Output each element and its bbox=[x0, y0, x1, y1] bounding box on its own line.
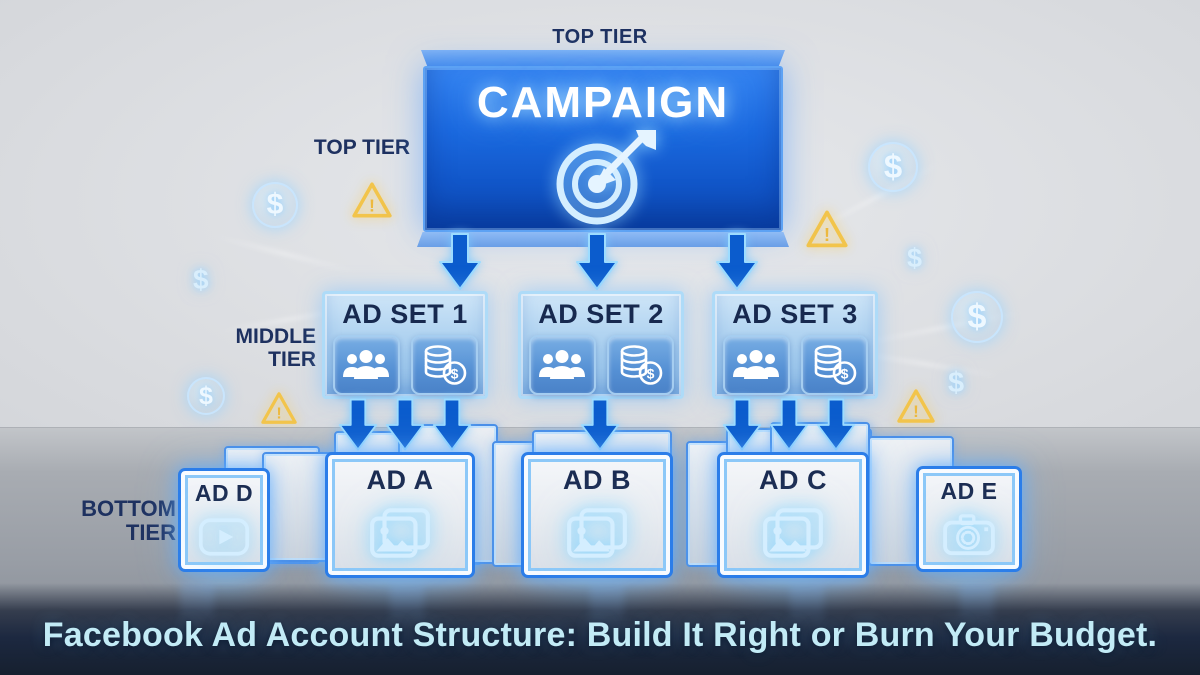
ad-d-box: AD D bbox=[178, 468, 270, 572]
ad-e-box: AD E bbox=[916, 466, 1022, 572]
floor-reflection-streak bbox=[590, 583, 624, 629]
ad-b-label: AD B bbox=[563, 465, 631, 495]
adset-icon-row: $ bbox=[715, 335, 875, 395]
image-photo-icon bbox=[567, 508, 627, 558]
dollar-glyph: $ bbox=[907, 243, 923, 273]
warning-mark: ! bbox=[913, 402, 919, 421]
caption-band: Facebook Ad Account Structure: Build It … bbox=[0, 583, 1200, 675]
down-arrow-icon bbox=[722, 398, 762, 451]
ad-a-label: AD A bbox=[366, 465, 434, 495]
coin-dollar-glyph: $ bbox=[841, 366, 849, 382]
down-arrow-icon bbox=[580, 398, 620, 451]
ad-c-label: AD C bbox=[759, 465, 827, 495]
ad-d-label: AD D bbox=[194, 480, 254, 506]
dollar-coin-icon: $ bbox=[252, 182, 298, 228]
top-tier-label-left: TOP TIER bbox=[313, 136, 410, 159]
bottom-tier-label: BOTTOM TIER bbox=[81, 496, 176, 545]
floor-reflection-streak bbox=[790, 583, 824, 629]
coin-dollar-glyph: $ bbox=[647, 366, 655, 382]
campaign-label: CAMPAIGN bbox=[476, 78, 730, 127]
adset-1-box: AD SET 1 $ bbox=[322, 291, 488, 399]
down-arrow-icon bbox=[439, 233, 481, 290]
image-photo-icon bbox=[370, 508, 430, 558]
dollar-coin-icon: $ bbox=[187, 377, 225, 415]
down-arrow-icon bbox=[816, 398, 856, 451]
ad-e-label: AD E bbox=[940, 478, 998, 504]
adset-icon-row: $ bbox=[521, 335, 681, 395]
down-arrow-icon bbox=[576, 233, 618, 290]
warning-mark: ! bbox=[276, 404, 281, 422]
down-arrow-icon bbox=[338, 398, 378, 451]
audience-people-icon bbox=[332, 335, 400, 395]
adset-2-label: AD SET 2 bbox=[538, 299, 664, 329]
down-arrow-icon bbox=[432, 398, 472, 451]
top-tier-label-center: TOP TIER bbox=[552, 26, 648, 48]
warning-mark: ! bbox=[824, 224, 830, 245]
light-streak bbox=[211, 233, 359, 275]
warning-triangle-icon: ! bbox=[806, 210, 848, 248]
warning-triangle-icon: ! bbox=[897, 389, 935, 423]
dollar-glyph: $ bbox=[948, 367, 965, 399]
dollar-glyph: $ bbox=[883, 148, 903, 185]
target-bullseye-icon bbox=[556, 130, 656, 225]
down-arrow-icon bbox=[769, 398, 809, 451]
camera-aperture-icon bbox=[943, 514, 995, 556]
dollar-glyph: $ bbox=[266, 188, 284, 221]
ad-c-box: AD C bbox=[717, 452, 869, 578]
budget-coins-icon: $ bbox=[606, 335, 674, 395]
audience-people-icon bbox=[528, 335, 596, 395]
dollar-glyph: $ bbox=[967, 297, 987, 336]
warning-triangle-icon: ! bbox=[352, 182, 392, 218]
middle-tier-label: MIDDLE TIER bbox=[235, 325, 317, 371]
floor-reflection-streak bbox=[960, 583, 994, 629]
warning-triangle-icon: ! bbox=[261, 392, 297, 424]
dollar-glyph: $ bbox=[193, 264, 209, 295]
adset-3-box: AD SET 3 $ bbox=[712, 291, 878, 399]
dollar-coin-icon: $ bbox=[868, 142, 918, 192]
image-photo-icon bbox=[763, 508, 823, 558]
campaign-box-top-face bbox=[421, 50, 785, 67]
adset-3-label: AD SET 3 bbox=[732, 299, 858, 329]
down-arrow-icon bbox=[716, 233, 758, 290]
caption-text: Facebook Ad Account Structure: Build It … bbox=[42, 616, 1158, 654]
floor-reflection-streak bbox=[180, 583, 214, 629]
dollar-coin-icon: $ bbox=[951, 291, 1003, 343]
campaign-box: CAMPAIGN bbox=[423, 66, 783, 232]
budget-coins-icon: $ bbox=[410, 335, 478, 395]
warning-mark: ! bbox=[369, 196, 375, 216]
coin-dollar-glyph: $ bbox=[451, 366, 459, 382]
adset-1-label: AD SET 1 bbox=[342, 299, 468, 329]
adset-2-box: AD SET 2 $ bbox=[518, 291, 684, 399]
floor-reflection-streak bbox=[390, 583, 424, 629]
audience-people-icon bbox=[722, 335, 790, 395]
video-play-icon bbox=[198, 518, 250, 556]
adset-icon-row: $ bbox=[325, 335, 485, 395]
dollar-glyph: $ bbox=[199, 381, 213, 410]
down-arrow-icon bbox=[385, 398, 425, 451]
budget-coins-icon: $ bbox=[800, 335, 868, 395]
ad-a-box: AD A bbox=[325, 452, 475, 578]
ad-b-box: AD B bbox=[521, 452, 673, 578]
